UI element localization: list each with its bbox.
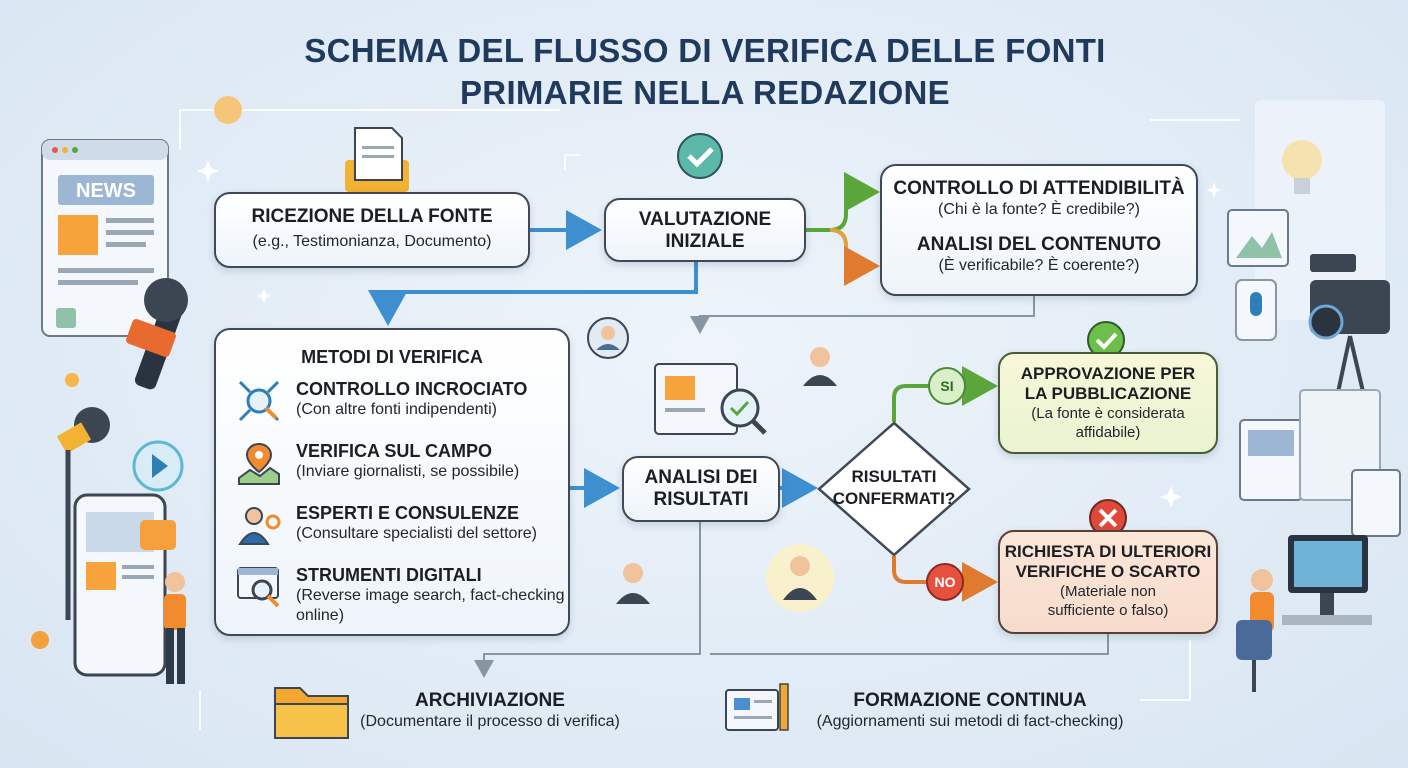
node-richiesta: RICHIESTA DI ULTERIORI VERIFICHE O SCART… xyxy=(998,530,1218,634)
method-heading: VERIFICA SUL CAMPO xyxy=(296,441,493,461)
document-folder-icon xyxy=(345,127,409,192)
method-heading: ESPERTI E CONSULENZE xyxy=(296,503,520,523)
verified-badge-icon xyxy=(677,133,723,179)
training-screen-icon xyxy=(725,683,789,731)
person-avatar-icon xyxy=(616,563,650,604)
image-frame-icon xyxy=(1227,209,1289,267)
reporter-figure-icon xyxy=(164,572,186,684)
branch-yes-badge: SI xyxy=(928,367,966,405)
glow-dot-icon xyxy=(65,373,79,387)
arrow-to-metodi xyxy=(368,262,698,326)
document-magnifier-icon xyxy=(654,363,767,435)
expert-icon xyxy=(238,507,281,545)
thin-connectors xyxy=(474,296,1109,678)
node-decisione-label: RISULTATI CONFERMATI? xyxy=(816,466,972,510)
node-richiesta-line-2: VERIFICHE O SCARTO xyxy=(1015,562,1201,581)
sparkle-icon xyxy=(197,160,1222,508)
node-valutazione-line-1: VALUTAZIONE xyxy=(638,209,772,230)
node-formazione-sub: (Aggiornamenti sui metodi di fact-checki… xyxy=(816,713,1124,730)
arrow-no-branch xyxy=(892,556,998,602)
node-decisione-line-1: RISULTATI xyxy=(851,467,937,486)
node-controllo-sub-1: (Chi è la fonte? È credibile?) xyxy=(938,201,1140,218)
node-archiviazione: ARCHIVIAZIONE (Documentare il processo d… xyxy=(330,690,650,732)
arrow-to-analisi-contenuto xyxy=(829,228,880,286)
rejected-x-icon xyxy=(1089,499,1127,537)
node-valutazione-line-2: INIZIALE xyxy=(665,231,745,252)
method-sub: (Consultare specialisti del settore) xyxy=(296,525,537,542)
decision-diamond xyxy=(817,421,971,557)
node-formazione-heading: FORMAZIONE CONTINUA xyxy=(853,690,1087,711)
method-sub: (Con altre fonti indipendenti) xyxy=(296,401,498,418)
microphone-stand-icon xyxy=(56,407,110,620)
method-sub: (Inviare giornalisti, se possibile) xyxy=(296,463,520,480)
person-avatar-icon xyxy=(587,317,629,359)
glow-dot-icon xyxy=(214,96,242,124)
node-valutazione: VALUTAZIONE INIZIALE xyxy=(604,198,806,262)
person-avatar-icon xyxy=(803,347,837,386)
node-approvazione-line-1: APPROVAZIONE PER xyxy=(1020,364,1196,383)
node-approvazione-sub-2: affidabile) xyxy=(1075,424,1141,441)
node-metodi-heading: METODI DI VERIFICA xyxy=(301,347,483,367)
node-controllo-sub-2: (È verificabile? È coerente?) xyxy=(938,257,1140,274)
person-avatar-icon xyxy=(766,544,834,612)
node-approvazione-line-2: LA PUBBLICAZIONE xyxy=(1024,384,1192,403)
node-ricezione-sub: (e.g., Testimonianza, Documento) xyxy=(252,233,492,250)
map-pin-icon xyxy=(238,442,280,485)
desk-worker-icon xyxy=(1236,535,1372,692)
node-analisi-line-2: RISULTATI xyxy=(653,489,749,510)
node-richiesta-line-1: RICHIESTA DI ULTERIORI xyxy=(1004,542,1212,561)
method-heading: STRUMENTI DIGITALI xyxy=(296,565,482,585)
node-decisione-line-2: CONFERMATI? xyxy=(832,489,956,508)
page-title: SCHEMA DEL FLUSSO DI VERIFICA DELLE FONT… xyxy=(180,30,1230,114)
node-controllo-heading-1: CONTROLLO DI ATTENDIBILITÀ xyxy=(893,178,1185,199)
node-approvazione: APPROVAZIONE PER LA PUBBLICAZIONE (La fo… xyxy=(998,352,1218,454)
node-richiesta-sub-2: sufficiente o falso) xyxy=(1047,602,1169,619)
play-button-icon xyxy=(132,440,184,492)
news-window-icon xyxy=(41,139,169,337)
glow-dot-icon xyxy=(31,631,49,649)
news-label: NEWS xyxy=(76,180,136,202)
mic-card-icon xyxy=(1235,279,1277,341)
node-formazione: FORMAZIONE CONTINUA (Aggiornamenti sui m… xyxy=(790,690,1150,732)
smartphone-icon xyxy=(73,493,176,677)
arrow-to-controllo xyxy=(806,172,880,232)
microphone-icon xyxy=(126,278,188,390)
digital-search-icon xyxy=(237,567,280,608)
flow-connectors xyxy=(368,172,998,602)
title-line-1: SCHEMA DEL FLUSSO DI VERIFICA DELLE FONT… xyxy=(304,32,1106,69)
node-approvazione-sub-1: (La fonte è considerata xyxy=(1031,405,1185,422)
node-ricezione-heading: RICEZIONE DELLA FONTE xyxy=(251,206,493,227)
node-metodi: METODI DI VERIFICA CONTROLLO INCROCIATO … xyxy=(214,328,570,636)
node-richiesta-sub-1: (Materiale non xyxy=(1060,583,1156,600)
method-sub: (Reverse image search, fact-checking onl… xyxy=(296,587,565,624)
method-heading: CONTROLLO INCROCIATO xyxy=(296,379,528,399)
background-lines xyxy=(179,109,1240,730)
node-controllo-heading-2: ANALISI DEL CONTENUTO xyxy=(916,234,1162,255)
node-controllo: CONTROLLO DI ATTENDIBILITÀ (Chi è la fon… xyxy=(880,164,1198,296)
monitor-icon xyxy=(1239,389,1401,537)
node-analisi-line-1: ANALISI DEI xyxy=(644,467,758,488)
node-archiviazione-sub: (Documentare il processo di verifica) xyxy=(360,713,620,730)
archive-folder-icon xyxy=(274,687,349,739)
cross-check-icon xyxy=(238,380,280,422)
node-ricezione: RICEZIONE DELLA FONTE (e.g., Testimonian… xyxy=(214,192,530,268)
node-analisi: ANALISI DEI RISULTATI xyxy=(622,456,780,522)
title-line-2: PRIMARIE NELLA REDAZIONE xyxy=(460,74,950,111)
branch-no-badge: NO xyxy=(926,563,964,601)
node-archiviazione-heading: ARCHIVIAZIONE xyxy=(415,690,565,711)
arrow-si-branch xyxy=(892,366,998,422)
